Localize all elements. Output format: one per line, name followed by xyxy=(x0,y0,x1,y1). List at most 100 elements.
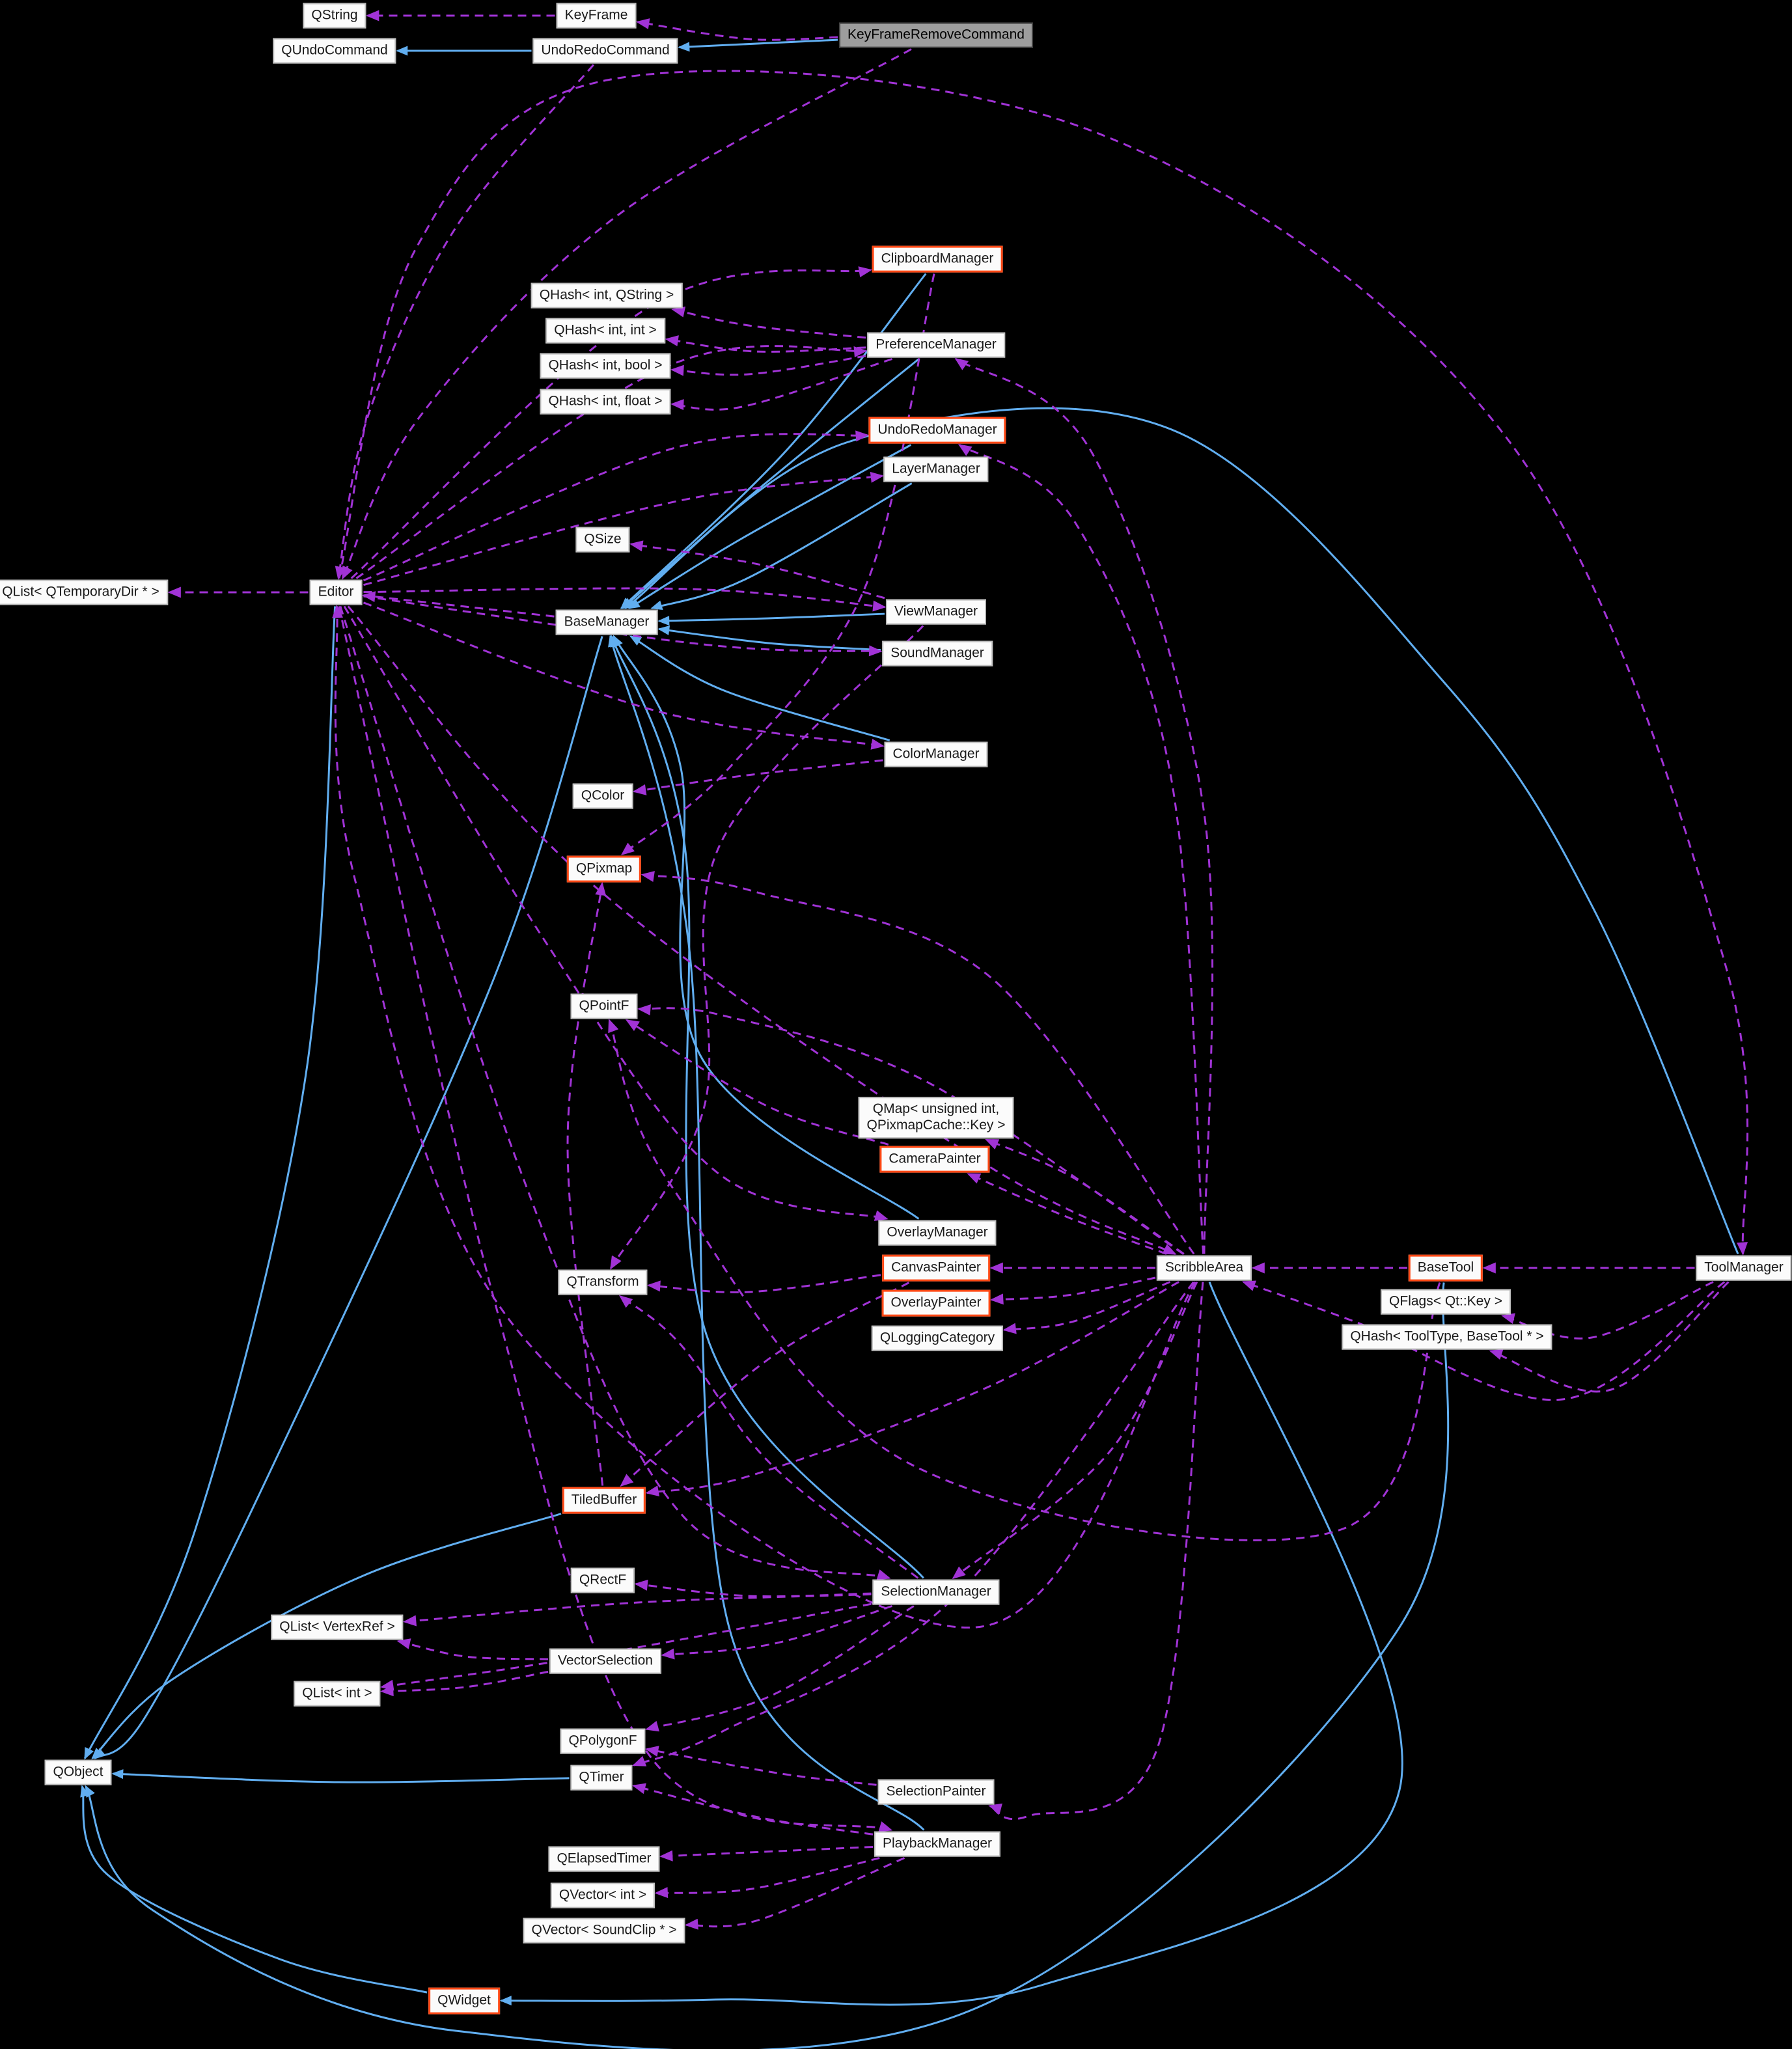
node-colormanager[interactable]: ColorManager xyxy=(884,741,988,767)
edge-basemanager-to-qobject xyxy=(93,636,603,1759)
edge-scribblearea-to-qwidget xyxy=(499,1281,1403,2006)
edge-selectionpainter-to-qpolygonf xyxy=(644,1746,877,1786)
node-qmap-qpixmapcache-key[interactable]: QMap< unsigned int, QPixmapCache::Key > xyxy=(858,1097,1014,1138)
edge-editor-to-selectionmanager xyxy=(339,606,891,1580)
node-tiledbuffer[interactable]: TiledBuffer xyxy=(562,1487,646,1514)
edge-qwidget-to-qobject xyxy=(80,1785,428,1994)
edge-toolmanager-to-qhash_tooltype xyxy=(1489,1281,1730,1393)
edge-overlaymanager-to-basemanager xyxy=(613,635,920,1220)
edge-scribblearea-to-overlaypainter xyxy=(989,1276,1156,1305)
node-qelapsedtimer[interactable]: QElapsedTimer xyxy=(548,1846,660,1872)
edge-editor-to-scribblearea xyxy=(347,605,1177,1255)
node-qlist-qtemporarydir[interactable]: QList< QTemporaryDir * > xyxy=(0,579,168,605)
node-qundocommand[interactable]: QUndoCommand xyxy=(273,38,396,64)
edge-preferencemanager-to-qhash_int_int xyxy=(665,335,866,353)
node-qlist-vertexref[interactable]: QList< VertexRef > xyxy=(271,1614,404,1640)
edge-scribblearea-to-undoredomanager xyxy=(958,444,1205,1254)
edge-layermanager-to-basemanager xyxy=(650,482,913,611)
node-viewmanager[interactable]: ViewManager xyxy=(885,599,987,625)
edge-viewmanager-to-qtransform xyxy=(610,625,924,1270)
edge-playbackmanager-to-qvector_soundclip xyxy=(684,1857,905,1930)
node-toolmanager[interactable]: ToolManager xyxy=(1696,1255,1792,1281)
node-qstring[interactable]: QString xyxy=(303,3,366,29)
edge-basemanager-to-editor xyxy=(361,591,555,618)
edge-undoredomanager-to-basemanager xyxy=(627,444,912,609)
node-qpolygonf[interactable]: QPolygonF xyxy=(560,1728,646,1754)
edge-tiledbuffer-to-qpixmap xyxy=(566,881,607,1486)
edge-selectionmanager-to-qlist_vertexref xyxy=(402,1593,872,1627)
node-qvector-soundclip[interactable]: QVector< SoundClip * > xyxy=(523,1918,685,1944)
edge-clipboardmanager-to-qpixmap xyxy=(620,273,935,856)
edge-playbackmanager-to-qvector_int xyxy=(654,1857,880,1899)
node-selectionmanager[interactable]: SelectionManager xyxy=(872,1579,1000,1605)
node-basemanager[interactable]: BaseManager xyxy=(555,609,658,635)
node-qhash-tooltype[interactable]: QHash< ToolType, BaseTool * > xyxy=(1342,1324,1552,1350)
edge-tiledbuffer-to-qobject xyxy=(91,1513,562,1760)
node-qhash-int-int[interactable]: QHash< int, int > xyxy=(545,318,665,344)
edge-clipboardmanager-to-basemanager xyxy=(620,273,927,610)
edge-scribblearea-to-qpixmap xyxy=(641,871,1195,1255)
node-canvaspainter[interactable]: CanvasPainter xyxy=(882,1254,990,1282)
node-keyframeremovecommand[interactable]: KeyFrameRemoveCommand xyxy=(839,22,1033,48)
edge-editor-to-undoredomanager xyxy=(363,430,870,582)
edge-selectionmanager-to-qpolygonf xyxy=(645,1605,915,1732)
node-preferencemanager[interactable]: PreferenceManager xyxy=(867,332,1005,358)
edge-soundmanager-to-basemanager xyxy=(657,625,881,652)
edge-editor-to-playbackmanager xyxy=(338,606,893,1832)
edge-selectionmanager-to-qtransform xyxy=(618,1295,919,1579)
edge-scribblearea-to-qmap_qpixmapcache xyxy=(985,1138,1185,1255)
node-camerapainter[interactable]: CameraPainter xyxy=(879,1146,990,1173)
node-qlist-int[interactable]: QList< int > xyxy=(294,1681,381,1707)
node-editor[interactable]: Editor xyxy=(309,579,363,605)
edge-basetool-to-qpointf xyxy=(608,1019,1441,1541)
edge-editor-to-toolmanager xyxy=(338,70,1749,1256)
edge-preferencemanager-to-qhash_int_bool xyxy=(670,355,866,376)
node-qhash-int-float[interactable]: QHash< int, float > xyxy=(540,389,671,415)
node-vectorselection[interactable]: VectorSelection xyxy=(549,1648,661,1674)
edge-preferencemanager-to-basemanager xyxy=(621,358,920,609)
node-keyframe[interactable]: KeyFrame xyxy=(556,3,637,29)
node-qpointf[interactable]: QPointF xyxy=(570,993,638,1019)
node-qcolor[interactable]: QColor xyxy=(572,783,633,809)
node-layermanager[interactable]: LayerManager xyxy=(883,456,989,482)
node-qwidget[interactable]: QWidget xyxy=(428,1987,500,2015)
node-overlaymanager[interactable]: OverlayManager xyxy=(878,1220,997,1246)
node-qrectf[interactable]: QRectF xyxy=(570,1567,635,1593)
edge-vectorselection-to-qlist_vertexref xyxy=(396,1638,549,1660)
edge-viewmanager-to-qsize xyxy=(629,540,885,599)
node-undoredocommand[interactable]: UndoRedoCommand xyxy=(532,38,678,64)
edge-editor-to-colormanager xyxy=(363,601,885,750)
edge-colormanager-to-qcolor xyxy=(632,759,883,795)
node-qflags-qt-key[interactable]: QFlags< Qt::Key > xyxy=(1381,1289,1511,1315)
node-undoredomanager[interactable]: UndoRedoManager xyxy=(868,417,1006,444)
node-qsize[interactable]: QSize xyxy=(575,527,630,553)
node-selectionpainter[interactable]: SelectionPainter xyxy=(877,1779,995,1805)
node-clipboardmanager[interactable]: ClipboardManager xyxy=(872,245,1003,273)
edge-colormanager-to-basemanager xyxy=(629,635,890,741)
node-scribblearea[interactable]: ScribbleArea xyxy=(1156,1255,1252,1281)
node-basetool[interactable]: BaseTool xyxy=(1408,1254,1483,1282)
edge-undoredocommand-to-editor xyxy=(335,64,594,581)
node-qhash-int-qstring[interactable]: QHash< int, QString > xyxy=(531,282,683,309)
node-soundmanager[interactable]: SoundManager xyxy=(882,640,993,667)
node-overlaypainter[interactable]: OverlayPainter xyxy=(881,1289,991,1317)
edge-viewmanager-to-basemanager xyxy=(657,612,885,626)
node-qvector-int[interactable]: QVector< int > xyxy=(550,1882,655,1908)
node-qpixmap[interactable]: QPixmap xyxy=(566,855,642,883)
node-playbackmanager[interactable]: PlaybackManager xyxy=(874,1831,1001,1857)
node-qtimer[interactable]: QTimer xyxy=(570,1765,633,1791)
edge-editor-to-soundmanager xyxy=(363,595,883,657)
node-qloggingcategory[interactable]: QLoggingCategory xyxy=(871,1325,1004,1351)
edge-scribblearea-to-preferencemanager xyxy=(954,358,1214,1254)
node-qobject[interactable]: QObject xyxy=(44,1759,112,1785)
edge-scribblearea-to-editor xyxy=(332,604,1196,1629)
node-qtransform[interactable]: QTransform xyxy=(558,1269,648,1295)
edge-playbackmanager-to-qtimer xyxy=(632,1783,874,1836)
edge-playbackmanager-to-basemanager xyxy=(608,635,925,1831)
edge-editor-to-layermanager xyxy=(363,471,885,586)
edge-scribblearea-to-selectionmanager xyxy=(952,1281,1198,1580)
node-qhash-int-bool[interactable]: QHash< int, bool > xyxy=(540,353,671,379)
edge-keyframeremovecommand-to-undoredocommand xyxy=(678,38,838,52)
edge-basetool-to-qobject xyxy=(85,1282,1450,2049)
